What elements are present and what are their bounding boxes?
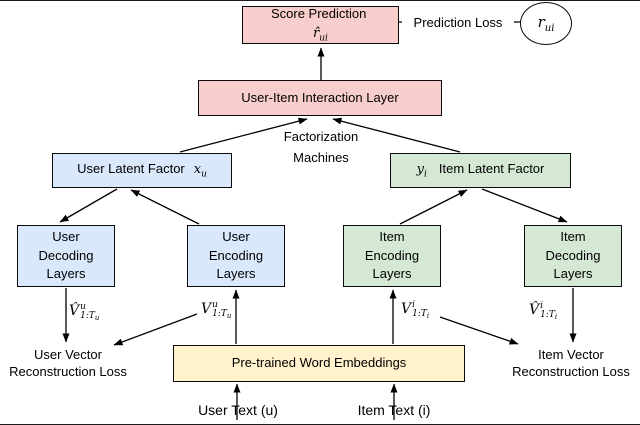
factorization-machines-label: Factorization Machines [283, 129, 359, 165]
item-latent-factor-label: Item Latent Factor [438, 160, 545, 176]
user-encoding-layers-box: User Encoding Layers [187, 225, 285, 287]
item-text-label: Item Text (i) [357, 402, 431, 418]
arrow-vu-to-userreconloss [113, 313, 198, 346]
arrow-itemlatent-to-itemdecoding [481, 188, 568, 223]
arrow-userencoding-to-userlatent [130, 189, 200, 225]
user-latent-factor-box: User Latent Factor xu [52, 153, 232, 188]
word-embeddings-box: Pre-trained Word Embeddings [173, 345, 465, 382]
user-decoding-layers-box: User Decoding Layers [17, 225, 115, 287]
user-text-label: User Text (u) [198, 402, 278, 418]
score-prediction-label: Score Prediction [270, 5, 367, 21]
item-reconstruction-loss-label: Item Vector Reconstruction Loss [512, 347, 630, 379]
item-encoding-layers-label: Item Encoding Layers [364, 228, 420, 282]
user-encoding-layers-label: User Encoding Layers [208, 228, 264, 282]
score-prediction-box: Score Prediction r̂ui [242, 6, 399, 44]
arrow-itemencoding-to-itemlatent [399, 189, 468, 225]
interaction-layer-box: User-Item Interaction Layer [198, 80, 442, 116]
user-reconstruction-loss-label: User Vector Reconstruction Loss [9, 347, 127, 379]
item-encoding-layers-box: Item Encoding Layers [343, 225, 441, 287]
r-hat-ui-math: r̂ui [313, 25, 328, 44]
x-u-math: xu [193, 161, 207, 180]
frame-line-top [0, 0, 640, 1]
r-ui-math: rui [537, 13, 555, 34]
item-latent-factor-box: yi Item Latent Factor [390, 153, 571, 188]
item-decoding-layers-box: Item Decoding Layers [524, 225, 622, 287]
interaction-layer-label: User-Item Interaction Layer [241, 89, 399, 105]
prediction-loss-label: Prediction Loss [402, 14, 514, 31]
y-i-math: yi [416, 161, 427, 180]
word-embeddings-label: Pre-trained Word Embeddings [231, 355, 407, 371]
arrow-userlatent-to-userdecoding [59, 188, 118, 223]
arrow-vi-to-itemreconloss [439, 316, 519, 345]
user-decoding-layers-label: User Decoding Layers [38, 228, 94, 282]
rating-circle: rui [520, 2, 572, 45]
item-decoding-layers-label: Item Decoding Layers [545, 228, 601, 282]
user-latent-factor-label: User Latent Factor [77, 160, 185, 176]
